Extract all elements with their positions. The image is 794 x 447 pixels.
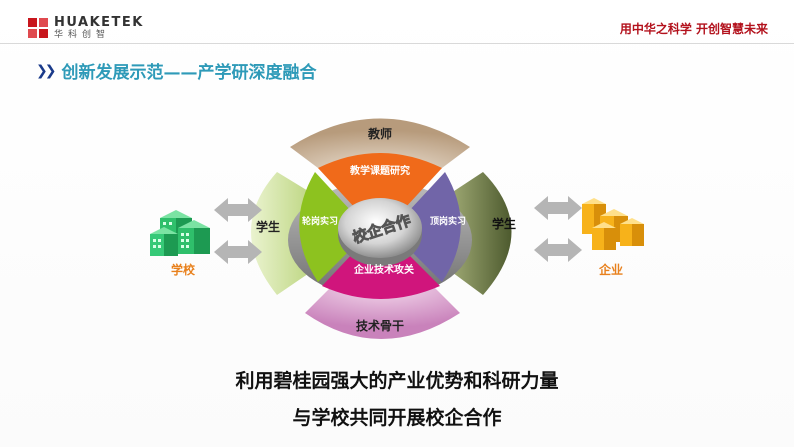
caption-line-1: 利用碧桂园强大的产业优势和科研力量 — [235, 370, 559, 392]
label-post-internship: 顶岗实习 — [430, 215, 466, 227]
label-student-right: 学生 — [492, 216, 516, 231]
inner-segment-bottom — [322, 251, 440, 299]
logo-mark-icon — [28, 18, 48, 38]
arrow-left-top-icon — [214, 198, 262, 222]
school-buildings-icon — [150, 210, 210, 256]
outer-segment-bottom — [305, 283, 460, 339]
label-teaching-research: 教学课题研究 — [349, 164, 410, 177]
label-teacher: 教师 — [367, 126, 392, 141]
arrow-left-bottom-icon — [214, 240, 262, 264]
enterprise-buildings-icon — [582, 198, 644, 250]
company-logo: HUAKETEK 华科创智 — [28, 16, 144, 44]
double-chevron-icon: ❯❯ — [36, 62, 57, 79]
arrow-right-top-icon — [534, 196, 582, 220]
label-rotation-internship: 轮岗实习 — [302, 215, 338, 227]
arrow-right-bottom-icon — [534, 238, 582, 262]
label-enterprise-tech: 企业技术攻关 — [353, 263, 414, 276]
label-enterprise: 企业 — [598, 262, 623, 277]
header-divider — [0, 43, 794, 44]
page-title: ❯❯ 创新发展示范——产学研深度融合 — [36, 58, 317, 84]
center-hub — [338, 198, 422, 258]
slogan: 用中华之科学 开创智慧未来 — [619, 22, 768, 36]
inner-segment-right — [408, 172, 461, 282]
inner-segment-top — [318, 153, 442, 208]
label-tech-staff: 技术骨干 — [356, 318, 404, 333]
logo-name: HUAKETEK — [54, 15, 144, 30]
label-school: 学校 — [171, 262, 196, 277]
logo-subtitle: 华科创智 — [54, 30, 111, 40]
cooperation-diagram: 教师 技术骨干 学生 学生 教学课题研究 轮岗实习 顶岗实习 企业技术攻关 校企… — [150, 118, 644, 339]
label-student-left: 学生 — [256, 219, 280, 234]
inner-segment-left — [299, 172, 352, 282]
title-text: 创新发展示范——产学研深度融合 — [61, 63, 317, 83]
caption-line-2: 与学校共同开展校企合作 — [292, 407, 502, 429]
